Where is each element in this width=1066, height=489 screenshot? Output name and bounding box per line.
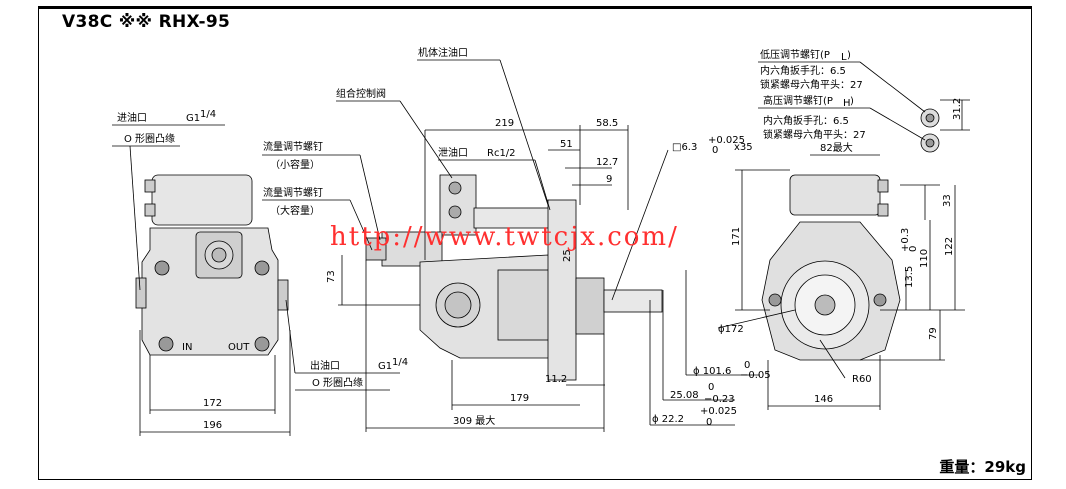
dim-25: 25: [562, 249, 573, 262]
dim-73: 73: [326, 270, 337, 283]
key-len: x35: [734, 142, 753, 153]
dim-phi101: ϕ 101.6: [693, 366, 731, 377]
outlet-flange-label: O 形圈凸缘: [312, 376, 363, 389]
high-sub: H: [843, 98, 851, 109]
drain-port-label: 泄油口: [438, 146, 468, 159]
inlet-label: 进油口: [117, 111, 147, 124]
left-bolt: [144, 179, 156, 193]
center-mount-flange: [547, 199, 577, 381]
left-bolt-head: [254, 336, 270, 352]
dim-13-5: 13.5: [904, 266, 915, 288]
in-mark: IN: [182, 342, 192, 353]
phi22-up: +0.025: [700, 406, 737, 417]
svg-text:): ): [850, 96, 854, 107]
dim-122: 122: [944, 237, 955, 256]
flow-screw-housing: [381, 231, 443, 267]
outlet-label: 出油口: [310, 359, 340, 372]
left-bolt: [144, 203, 156, 217]
key-tol-up: +0.025: [708, 135, 745, 146]
weight-label: 重量：29kg: [939, 458, 1026, 476]
drain-size-label: Rc1/2: [487, 148, 516, 159]
fill-port-label: 机体注油口: [418, 46, 468, 59]
inlet-frac: 1/4: [200, 109, 216, 120]
high-hex-label: 内六角扳手孔：6.5: [763, 114, 849, 127]
low-sub: L: [841, 52, 847, 63]
dim-82: 82最大: [820, 141, 853, 154]
top-rule: [38, 6, 1032, 9]
flow-large-label: （大容量）: [270, 204, 320, 217]
outlet-frac: 1/4: [392, 357, 408, 368]
dim-phi172: ϕ172: [718, 324, 744, 335]
right-view: [717, 61, 970, 410]
dim-r60: R60: [852, 374, 872, 385]
model-title: V38C ※※ RHX-95: [62, 12, 231, 32]
dim-171: 171: [731, 227, 742, 246]
right-shaft-end: [814, 294, 836, 316]
low-pressure-label: 低压调节螺钉(P: [760, 48, 830, 61]
dim-219: 219: [495, 118, 514, 129]
dim-196: 196: [203, 420, 222, 431]
svg-text:): ): [847, 50, 851, 61]
output-shaft: [603, 289, 663, 313]
outlet-size: G1: [378, 361, 392, 372]
left-outlet-flange: [277, 279, 289, 311]
phi22-dn: 0: [706, 417, 712, 428]
dim-58-5: 58.5: [596, 118, 618, 129]
left-control-block: [151, 174, 253, 226]
dim-79: 79: [928, 327, 939, 340]
dim-309: 309 最大: [453, 414, 495, 427]
high-nut-label: 锁紧螺母六角平头：27: [763, 128, 866, 141]
low-hex-label: 内六角扳手孔：6.5: [760, 64, 846, 77]
dim-33: 33: [942, 194, 953, 207]
d25-08-up: 0: [708, 382, 714, 393]
key-dim: □6.3: [672, 142, 697, 153]
flow-small-label: （小容量）: [270, 158, 320, 171]
dim-11-2: 11.2: [545, 374, 567, 385]
inlet-size: G1: [186, 113, 200, 124]
dim-110: 110: [919, 249, 930, 268]
control-valve-label: 组合控制阀: [336, 87, 386, 100]
key-tol-dn: 0: [712, 145, 718, 156]
phi101-dn: −0.05: [740, 370, 771, 381]
dim-25-08: 25.08: [670, 390, 699, 401]
d25-08-dn: −0.23: [704, 394, 735, 405]
left-bolt-head: [158, 336, 174, 352]
flow-screw-small-label: 流量调节螺钉: [263, 140, 323, 153]
dim-146: 146: [814, 394, 833, 405]
dim-51: 51: [560, 139, 573, 150]
dim-172: 172: [203, 398, 222, 409]
inlet-flange-label: O 形圈凸缘: [124, 132, 175, 145]
dim-31-2: 31.2: [952, 98, 963, 120]
d13-5-up: +0.3: [900, 228, 911, 252]
dim-phi22: ϕ 22.2: [652, 414, 684, 425]
left-bolt-head: [154, 260, 170, 276]
low-nut-label: 锁紧螺母六角平头：27: [760, 78, 863, 91]
phi101-up: 0: [744, 360, 750, 371]
dim-9: 9: [606, 174, 612, 185]
left-view: [112, 124, 400, 436]
left-inlet-flange: [135, 277, 147, 309]
right-control-block: [789, 174, 881, 216]
d13-5-dn: 0: [908, 246, 919, 252]
shaft-collar: [575, 277, 605, 335]
left-body: [141, 227, 279, 356]
high-pressure-label: 高压调节螺钉(P: [763, 94, 833, 107]
dim-12-7: 12.7: [596, 157, 618, 168]
out-mark: OUT: [228, 342, 250, 353]
drawing-frame: [38, 6, 1032, 480]
dim-179: 179: [510, 393, 529, 404]
center-view: [262, 59, 760, 432]
left-bolt-head: [254, 260, 270, 276]
watermark: http://www.twtcjx.com/: [330, 222, 679, 252]
flow-screw-large-label: 流量调节螺钉: [263, 186, 323, 199]
left-valve-hub: [211, 247, 227, 263]
